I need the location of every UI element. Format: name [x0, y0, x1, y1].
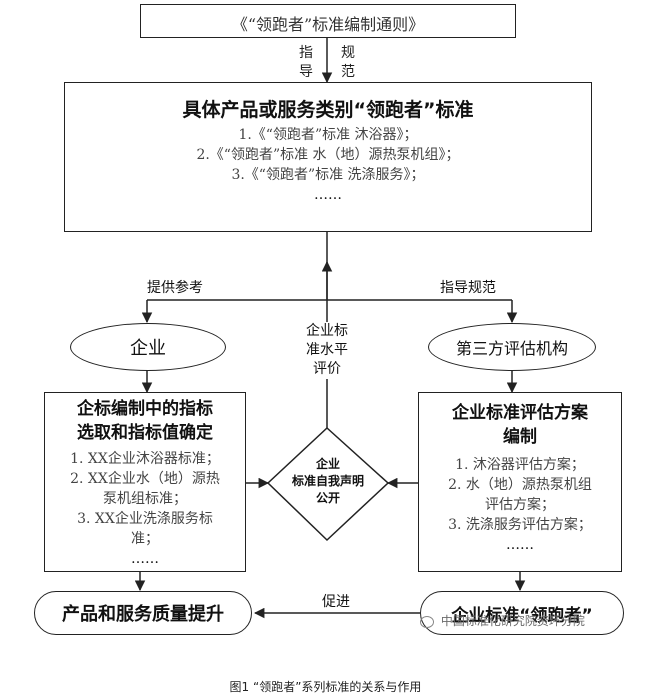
- enterprise-title-line-1: 企标编制中的指标: [77, 399, 213, 419]
- diamond-line-3: 公开: [315, 491, 340, 505]
- guide-label-col2: 规 范: [340, 44, 356, 82]
- evaluation-title-line-2: 编制: [503, 427, 537, 447]
- diamond-line-1: 企业: [315, 457, 340, 471]
- eval-line-3: 评价: [313, 361, 341, 377]
- product-standard-title: 具体产品或服务类别“领跑者”标准: [182, 99, 474, 121]
- product-standard-item-3: 3.《“领跑者”标准 洗涤服务》；: [231, 167, 425, 183]
- product-standard-item-4: ……: [314, 187, 342, 203]
- enterprise-ellipse-text: 企业: [130, 338, 166, 359]
- watermark-text: 中国标准化研究院资环分院: [440, 614, 585, 628]
- evaluation-item-4: 3. 洗涤服务评估方案；: [448, 517, 592, 533]
- general-rules-text: 《“领跑者”标准编制通则》: [231, 15, 425, 34]
- guide-label-col1: 指 导: [298, 44, 314, 82]
- evaluation-item-3: 评估方案；: [485, 497, 555, 513]
- enterprise-title-line-2: 选取和指标值确定: [77, 423, 213, 443]
- figure-caption: 图1 “领跑者”系列标准的关系与作用: [229, 680, 422, 694]
- guide-char-3: 规: [341, 45, 355, 61]
- enterprise-standard-box: 企标编制中的指标 选取和指标值确定 1. XX企业沐浴器标准； 2. XX企业水…: [44, 392, 246, 572]
- wechat-icon: [420, 615, 434, 628]
- enterprise-item-6: ……: [131, 551, 159, 567]
- quality-improvement-text: 产品和服务质量提升: [62, 604, 224, 625]
- enterprise-item-5: 准；: [131, 531, 159, 547]
- enterprise-ellipse: 企业: [70, 323, 226, 371]
- self-declaration-text: 企业 标准自我声明 公开: [268, 456, 388, 507]
- eval-line-2: 准水平: [306, 342, 348, 358]
- enterprise-standard-list: 1. XX企业沐浴器标准； 2. XX企业水（地）源热 泵机组标准； 3. XX…: [45, 449, 245, 569]
- watermark: 中国标准化研究院资环分院: [420, 612, 585, 629]
- enterprise-standard-title: 企标编制中的指标 选取和指标值确定: [45, 397, 245, 445]
- self-declaration-diamond: [266, 426, 390, 542]
- guide-char-2: 导: [299, 64, 313, 80]
- quality-improvement-box: 产品和服务质量提升: [34, 591, 252, 635]
- guide-char-1: 指: [299, 45, 313, 61]
- product-standard-item-1: 1.《“领跑者”标准 沐浴器》；: [238, 127, 418, 143]
- enterprise-item-4: 3. XX企业洗涤服务标: [77, 511, 213, 527]
- evaluation-item-1: 1. 沐浴器评估方案；: [455, 457, 585, 473]
- evaluation-item-5: ……: [506, 537, 534, 553]
- guide-standardize-label: 指导规范: [440, 280, 496, 296]
- guide-char-4: 范: [341, 64, 355, 80]
- promote-label: 促进: [322, 594, 350, 610]
- enterprise-item-2: 2. XX企业水（地）源热: [70, 471, 220, 487]
- product-standard-box: 具体产品或服务类别“领跑者”标准 1.《“领跑者”标准 沐浴器》； 2.《“领跑…: [64, 82, 592, 232]
- enterprise-item-3: 泵机组标准；: [103, 491, 187, 507]
- enterprise-item-1: 1. XX企业沐浴器标准；: [70, 451, 220, 467]
- evaluation-title-line-1: 企业标准评估方案: [452, 403, 588, 423]
- evaluation-plan-box: 企业标准评估方案 编制 1. 沐浴器评估方案； 2. 水（地）源热泵机组 评估方…: [418, 392, 622, 572]
- evaluation-plan-title: 企业标准评估方案 编制: [419, 401, 621, 449]
- third-party-ellipse: 第三方评估机构: [428, 323, 596, 371]
- evaluation-plan-list: 1. 沐浴器评估方案； 2. 水（地）源热泵机组 评估方案； 3. 洗涤服务评估…: [419, 455, 621, 555]
- evaluation-item-2: 2. 水（地）源热泵机组: [448, 477, 592, 493]
- enterprise-leader-box: 企业标准“领跑者”: [420, 591, 624, 635]
- diamond-line-2: 标准自我声明: [291, 474, 364, 488]
- product-standard-item-2: 2.《“领跑者”标准 水（地）源热泵机组》；: [196, 147, 460, 163]
- provide-reference-label: 提供参考: [147, 280, 203, 296]
- third-party-ellipse-text: 第三方评估机构: [455, 339, 568, 358]
- enterprise-leader-text: 企业标准“领跑者”: [451, 605, 593, 626]
- product-standard-list: 1.《“领跑者”标准 沐浴器》； 2.《“领跑者”标准 水（地）源热泵机组》； …: [65, 125, 591, 205]
- eval-line-1: 企业标: [306, 323, 348, 339]
- enterprise-level-eval-label: 企业标 准水平 评价: [283, 322, 371, 379]
- general-rules-box: 《“领跑者”标准编制通则》: [140, 4, 516, 38]
